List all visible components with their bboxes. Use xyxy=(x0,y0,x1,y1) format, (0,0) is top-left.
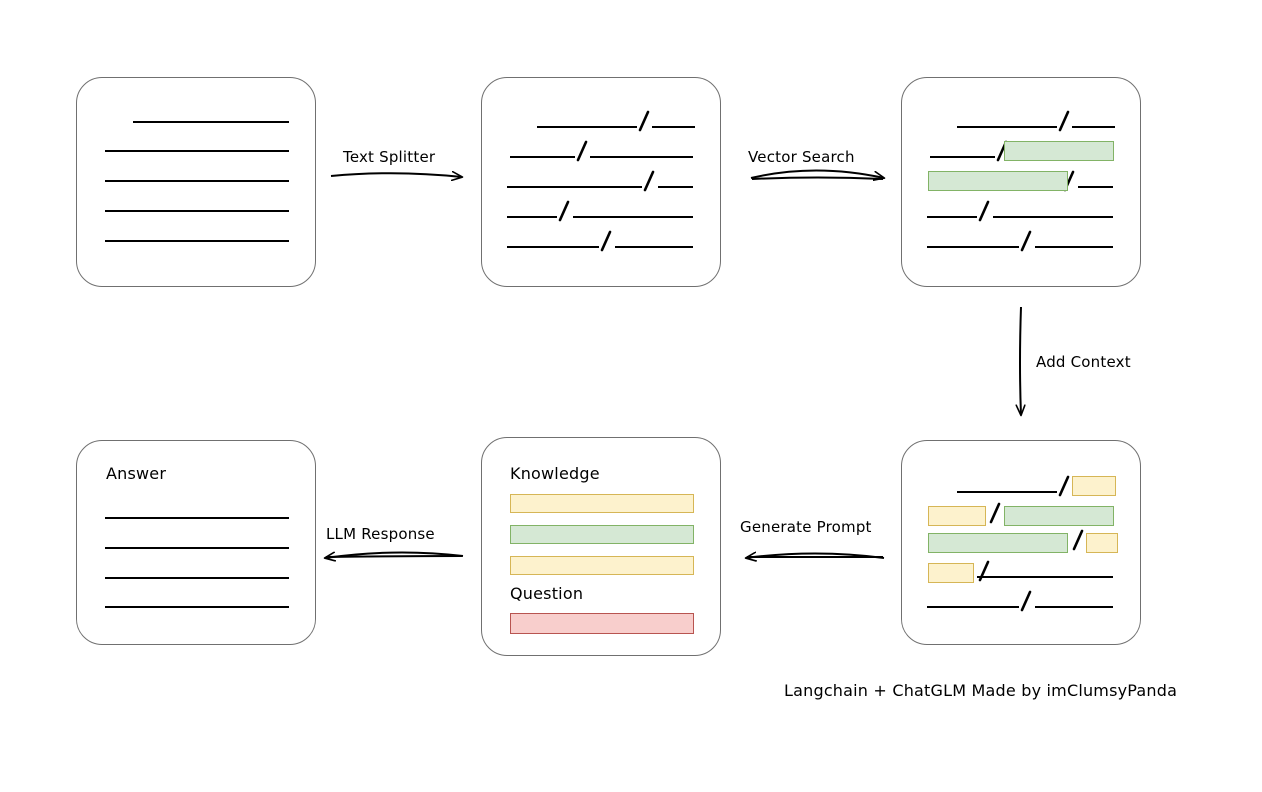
split-chunks-lines xyxy=(507,126,695,248)
matched-chunk-green-1 xyxy=(1004,141,1114,161)
arrow-text-splitter xyxy=(330,173,462,177)
context-chunk-green-1 xyxy=(1004,506,1114,526)
edge-label-add-context: Add Context xyxy=(1036,353,1131,371)
context-chunks-slashes xyxy=(978,475,1084,612)
matched-chunks-lines xyxy=(927,126,1115,248)
knowledge-bar-1 xyxy=(510,494,694,513)
context-chunk-green-2 xyxy=(928,533,1068,553)
split-chunks-box[interactable] xyxy=(481,77,721,287)
source-document-lines xyxy=(105,121,289,242)
edge-label-generate-prompt: Generate Prompt xyxy=(740,518,872,536)
knowledge-bar-2 xyxy=(510,525,694,544)
arrow-vector-search xyxy=(750,169,884,180)
arrow-add-context xyxy=(1020,306,1021,415)
arrow-generate-prompt xyxy=(746,554,885,559)
context-chunk-yellow-4 xyxy=(928,563,974,583)
knowledge-bar-3 xyxy=(510,556,694,575)
context-chunk-yellow-1 xyxy=(1072,476,1116,496)
context-chunk-yellow-3 xyxy=(1086,533,1118,553)
answer-box[interactable] xyxy=(76,440,316,645)
context-chunks-lines xyxy=(927,491,1113,608)
question-label: Question xyxy=(510,584,584,603)
split-chunks-slashes xyxy=(558,110,655,252)
answer-lines xyxy=(105,517,289,608)
edge-label-text-splitter: Text Splitter xyxy=(343,148,436,166)
edge-label-vector-search: Vector Search xyxy=(748,148,855,166)
context-chunk-yellow-2 xyxy=(928,506,986,526)
credit-text: Langchain + ChatGLM Made by imClumsyPand… xyxy=(784,681,1178,700)
edge-label-llm-response: LLM Response xyxy=(326,525,435,543)
answer-title: Answer xyxy=(106,464,167,483)
knowledge-label: Knowledge xyxy=(510,464,600,483)
matched-chunk-green-2 xyxy=(928,171,1068,191)
arrow-llm-response xyxy=(325,551,464,558)
question-bar-1 xyxy=(510,613,694,634)
